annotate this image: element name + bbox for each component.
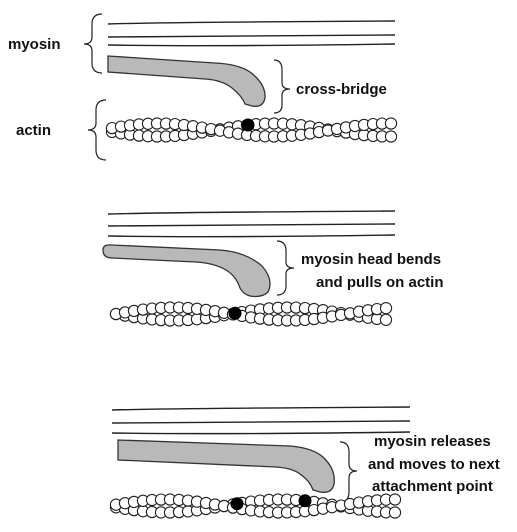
actin-brace bbox=[88, 100, 106, 160]
actin-label: actin bbox=[16, 122, 51, 139]
myosin-label: myosin bbox=[8, 36, 61, 53]
cross-bridge-brace bbox=[274, 60, 290, 113]
release-brace bbox=[340, 442, 357, 502]
actin-bead bbox=[380, 303, 391, 314]
actin-bead bbox=[385, 118, 396, 129]
actin-filament bbox=[106, 118, 396, 142]
caption-line-2: and pulls on actin bbox=[316, 274, 444, 291]
panel-3: myosin releases and moves to next attach… bbox=[110, 407, 499, 518]
myosin-head-bent bbox=[103, 245, 270, 297]
myosin-head bbox=[108, 56, 265, 106]
actin-bead bbox=[385, 131, 396, 142]
actin-bead bbox=[380, 314, 391, 325]
bend-brace bbox=[277, 241, 294, 295]
myosin-brace bbox=[84, 14, 102, 73]
attachment-site bbox=[299, 495, 311, 507]
actin-bead bbox=[389, 507, 400, 518]
actin-filament bbox=[110, 302, 391, 326]
panel-1: myosin cross-bridge actin bbox=[8, 14, 397, 160]
thick-filament-lines bbox=[112, 407, 410, 434]
cross-bridge-label: cross-bridge bbox=[296, 81, 387, 98]
caption-line-1: myosin releases bbox=[374, 433, 491, 450]
attachment-site bbox=[231, 498, 243, 510]
caption-line-2: and moves to next bbox=[368, 456, 500, 473]
thick-filament-lines bbox=[108, 21, 395, 46]
caption-line-3: attachment point bbox=[372, 478, 493, 495]
actin-filament bbox=[110, 494, 400, 518]
attachment-site bbox=[242, 119, 254, 131]
caption-line-1: myosin head bends bbox=[301, 251, 441, 268]
panel-2: myosin head bends and pulls on actin bbox=[103, 211, 444, 326]
myosin-head bbox=[118, 440, 334, 492]
thick-filament-lines bbox=[108, 211, 395, 237]
attachment-site bbox=[229, 307, 241, 319]
actin-bead bbox=[389, 494, 400, 505]
